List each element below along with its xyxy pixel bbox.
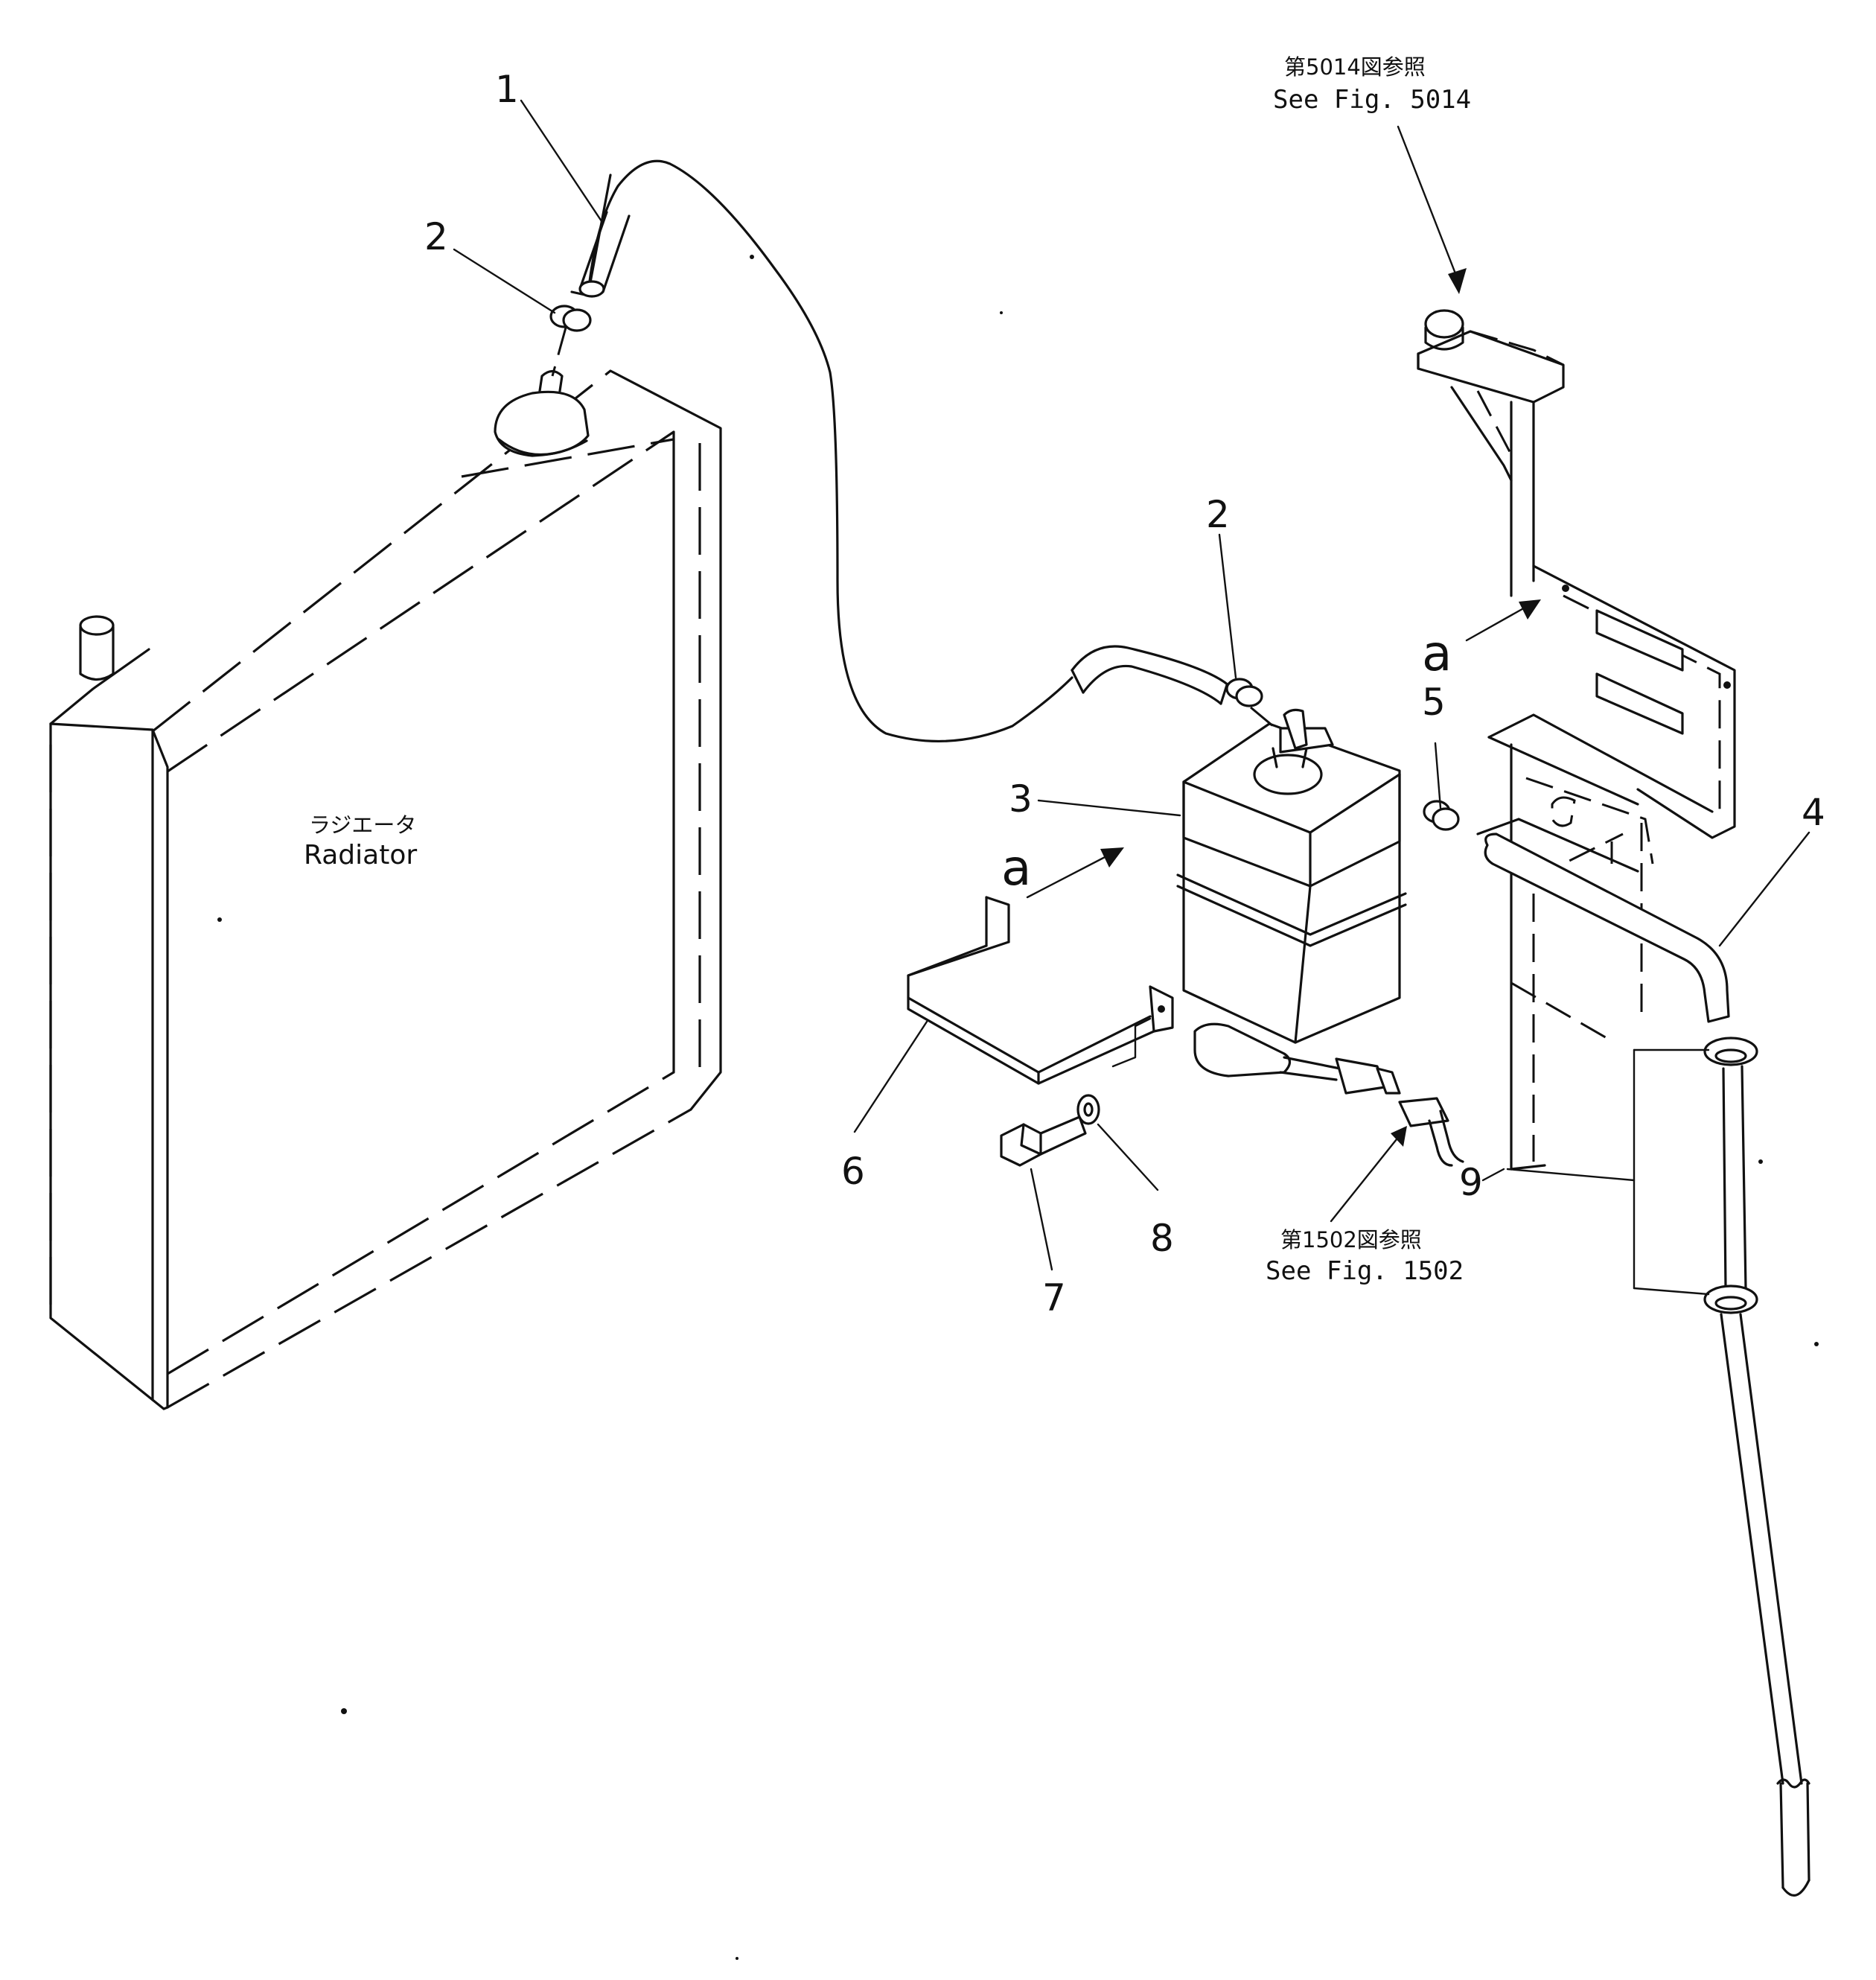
drain-hose xyxy=(1703,1037,1810,1897)
callout-8: 8 xyxy=(1150,1217,1174,1260)
bolt-and-washer xyxy=(1000,1094,1100,1167)
ref-5014-jp: 第5014図参照 xyxy=(1284,54,1426,80)
callout-2-lower: 2 xyxy=(1206,493,1230,536)
scan-specks xyxy=(217,255,1819,1960)
ref-5014-en: See Fig. 5014 xyxy=(1273,85,1471,115)
leader-lines xyxy=(453,99,1810,1296)
radiator-label-en: Radiator xyxy=(304,840,417,870)
callout-2-upper: 2 xyxy=(424,215,448,258)
callout-5: 5 xyxy=(1422,681,1446,724)
callouts: 1 2 2 3 4 5 6 7 8 9 a a xyxy=(424,68,1825,1320)
reservoir-tank xyxy=(1071,645,1464,1167)
overflow-hose xyxy=(549,159,1073,743)
callout-7: 7 xyxy=(1042,1276,1066,1320)
callout-9: 9 xyxy=(1459,1161,1483,1204)
callout-3: 3 xyxy=(1009,777,1033,821)
reference-notes: 第5014図参照 See Fig. 5014 第1502図参照 See Fig.… xyxy=(1266,54,1471,1286)
ref-1502-en: See Fig. 1502 xyxy=(1266,1256,1464,1286)
ref-1502-jp: 第1502図参照 xyxy=(1280,1227,1422,1252)
mounting-stand xyxy=(1417,309,1736,1171)
callout-1: 1 xyxy=(495,68,519,111)
radiator: ラジエータ Radiator xyxy=(49,369,722,1410)
radiator-label-jp: ラジエータ xyxy=(309,812,416,838)
callout-4: 4 xyxy=(1802,791,1825,834)
callout-6: 6 xyxy=(841,1150,865,1193)
bracket xyxy=(907,896,1174,1085)
view-mark-a-left: a xyxy=(1001,839,1031,897)
view-mark-a-right: a xyxy=(1422,625,1452,682)
